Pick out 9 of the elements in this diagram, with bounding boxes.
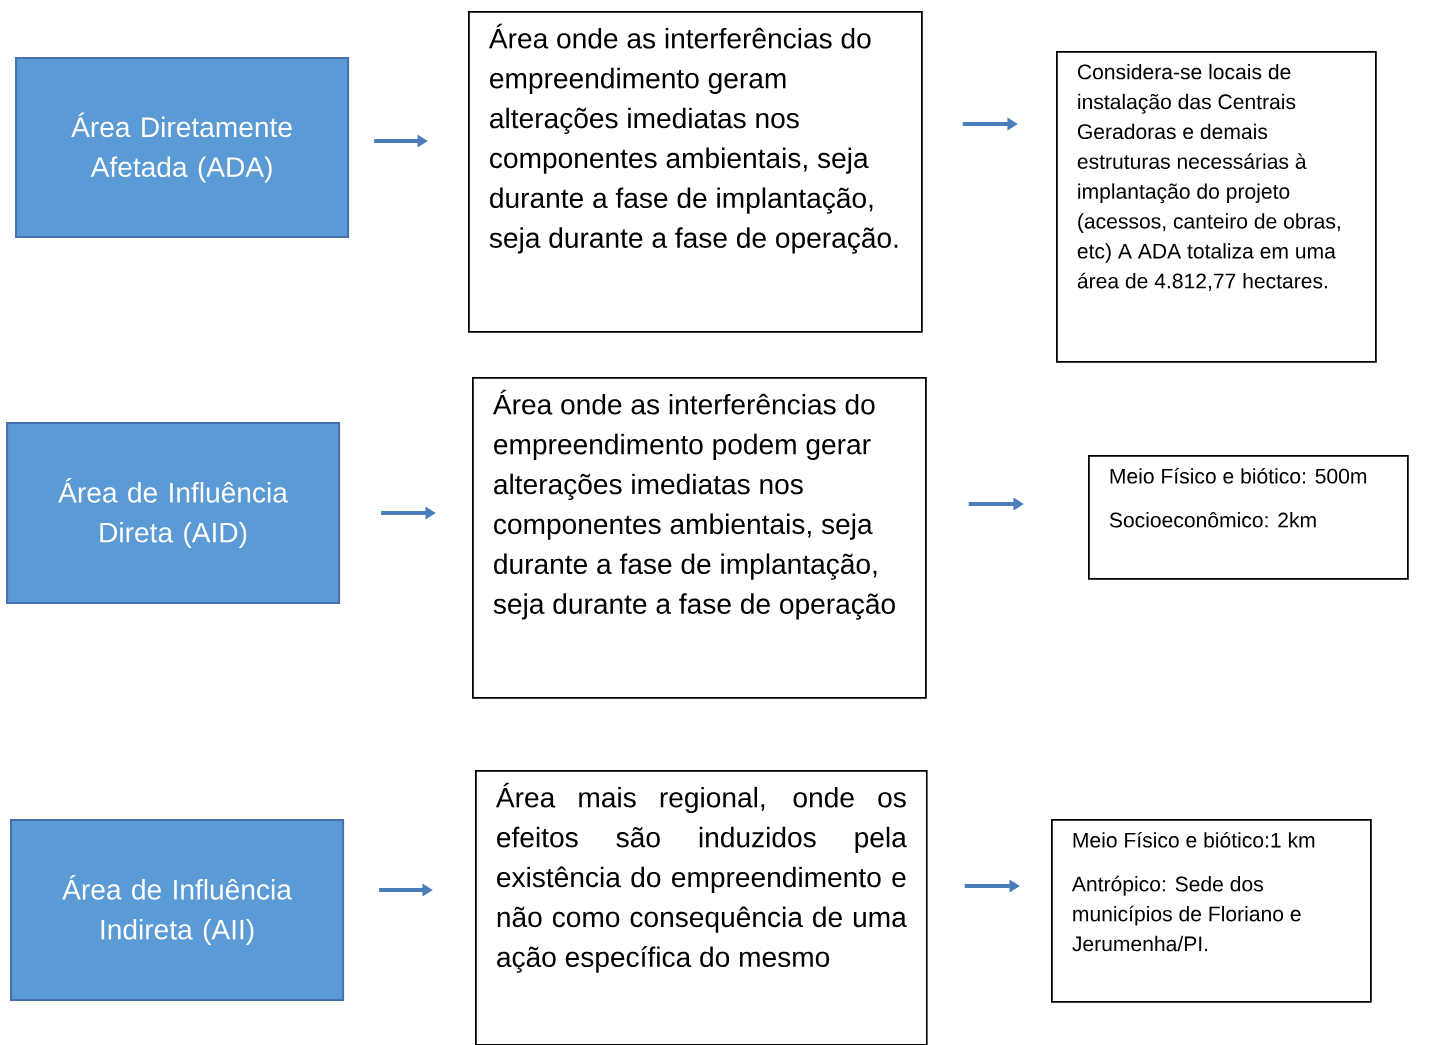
area-box: Área Diretamente Afetada (ADA) bbox=[15, 57, 350, 239]
area-box: Área de Influência Direta (AID) bbox=[6, 422, 341, 605]
description-box: Área onde as interferências do empreendimento podem gerar alterações imediatas nos componentes ambientais, seja durante a fase de implantação, seja durante a fase de operação bbox=[472, 377, 927, 699]
text-box: Meio Físico e biótico:1 km Antrópico: Sede dos municípios de Floriano e Jerumenha/PI. bbox=[1051, 819, 1372, 1003]
area-box: Área de Influência Indireta (AII) bbox=[10, 819, 345, 1002]
text-box: Considera-se locais de instalação das Centrais Geradoras e demais estruturas necessárias à implantação do projeto (acessos, canteiro de obras, etc) A ADA totaliza em uma área de 4.812,77 hectares. bbox=[1056, 51, 1377, 363]
text-box: Meio Físico e biótico: 500m Socioeconômico: 2km bbox=[1088, 455, 1409, 580]
description-box: Área mais regional, onde os efeitos são induzidos pela existência do empreendimento e não como consequência de uma ação específica do mesmo bbox=[475, 770, 928, 1045]
description-box: Área onde as interferências do empreendimento geram alterações imediatas nos componentes ambientais, seja durante a fase de implantação, seja durante a fase de operação. bbox=[468, 11, 923, 333]
